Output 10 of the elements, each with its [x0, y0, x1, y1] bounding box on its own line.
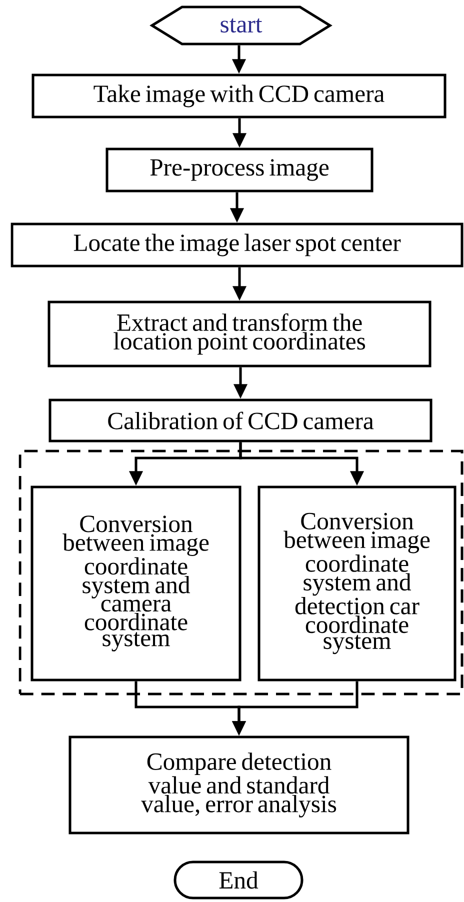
- process-box: Compare detection value and standard value, error analysis: [68, 736, 410, 834]
- process-box: Conversion between image coordinate system and camera coordinate system: [30, 486, 242, 682]
- process-box: Take image with CCD camera: [32, 74, 446, 118]
- process-box: Locate the image laser spot center: [10, 222, 464, 268]
- end-terminal: End: [174, 860, 304, 900]
- process-box: Pre-process image: [106, 148, 374, 192]
- process-box: Calibration of CCD camera: [48, 398, 432, 442]
- process-box: Conversion between image coordinate system and detection car coordinate system: [258, 486, 456, 682]
- process-box: Extract and transform the location point coordinates: [48, 300, 432, 368]
- group-frame: [18, 450, 464, 696]
